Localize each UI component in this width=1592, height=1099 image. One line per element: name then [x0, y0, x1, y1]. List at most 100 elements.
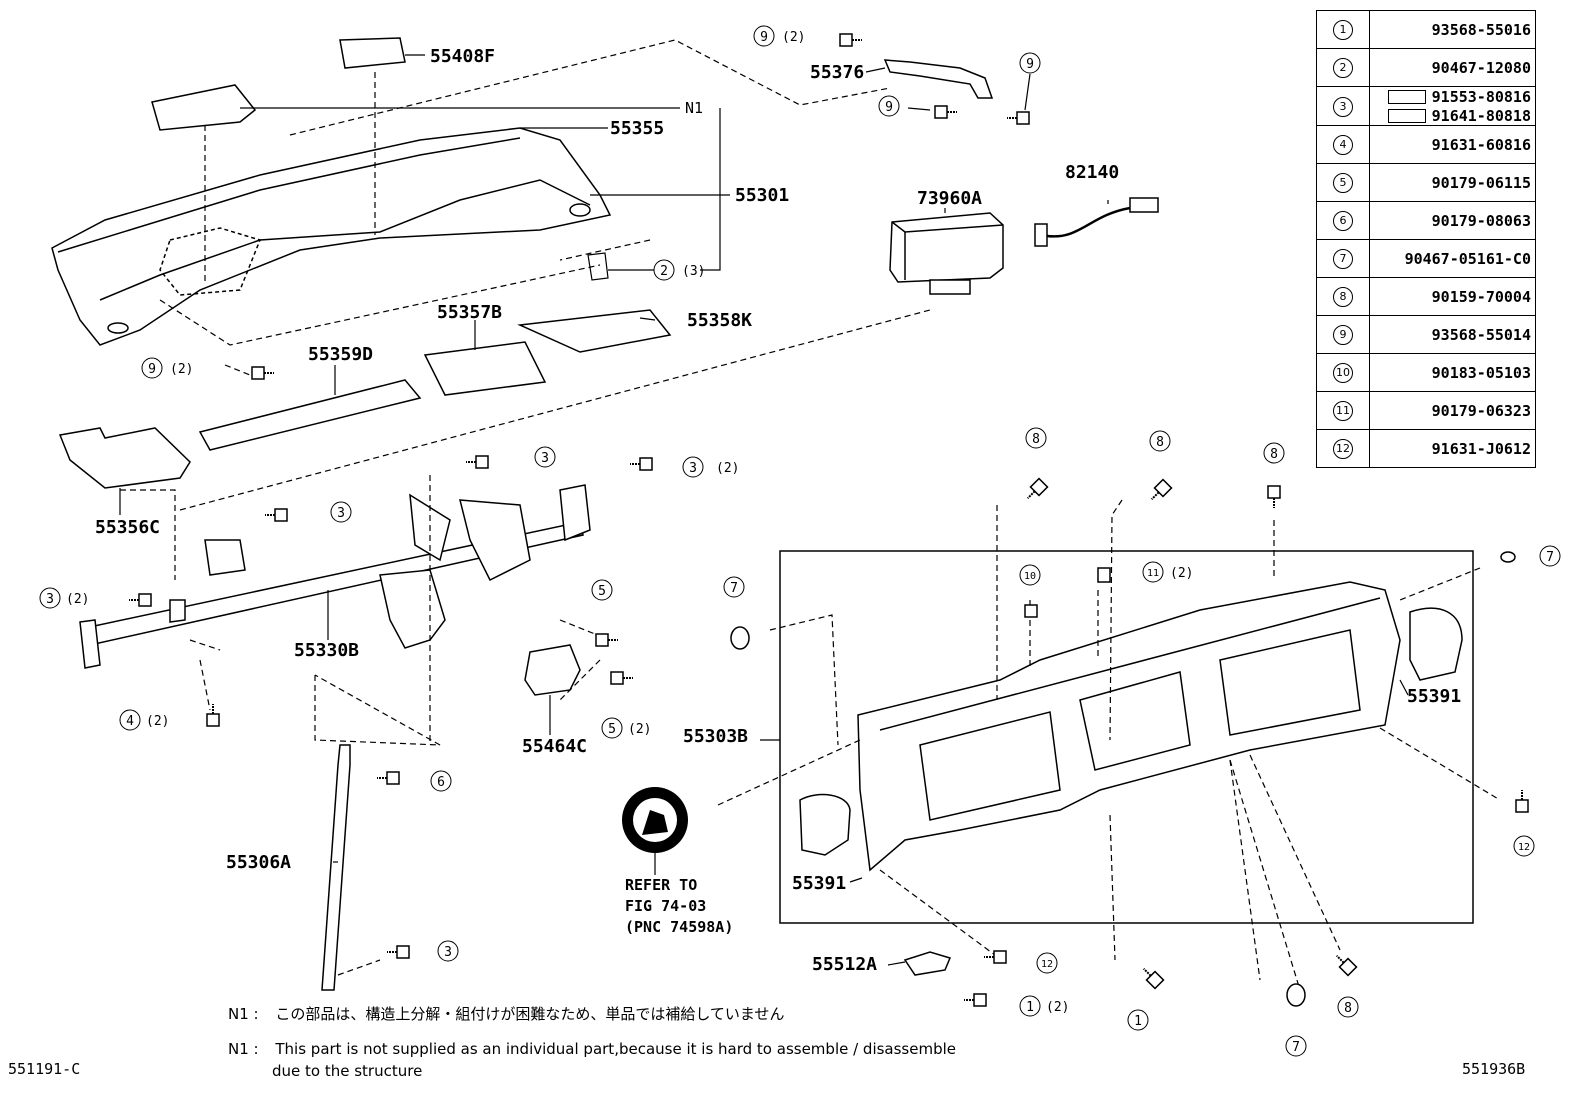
- bracket-55512A: [903, 951, 952, 976]
- row-number: 5: [1333, 173, 1353, 193]
- svg-text:7: 7: [730, 581, 738, 596]
- pad-55391-left: [799, 793, 851, 856]
- svg-text:7: 7: [1292, 1040, 1300, 1055]
- callout-3-c: 3: [330, 501, 352, 523]
- svg-text:8: 8: [1344, 1001, 1352, 1016]
- clip-55301: [587, 252, 609, 281]
- part-number: 93568-55014: [1369, 315, 1536, 354]
- figure-code-right: 551936B: [1462, 1060, 1526, 1078]
- wire-82140: [1034, 197, 1159, 247]
- refer-line-1: REFER TO: [625, 876, 697, 894]
- pad-55357B: [423, 341, 547, 396]
- svg-text:8: 8: [1032, 432, 1040, 447]
- callout-9-left: 9(2): [141, 357, 193, 379]
- fasteners: [128, 33, 1529, 1007]
- svg-text:(2): (2): [66, 592, 89, 607]
- table-row: 11 90179-06323: [1316, 391, 1536, 430]
- part-number: 90179-06115: [1369, 163, 1536, 202]
- callout-11: 11(2): [1142, 561, 1193, 583]
- svg-text:3: 3: [444, 945, 452, 960]
- pad-55356C: [58, 427, 191, 489]
- part-label-73960A: 73960A: [917, 188, 982, 209]
- frame-55303B: [857, 581, 1401, 872]
- svg-text:2: 2: [660, 264, 668, 279]
- svg-text:(2): (2): [1170, 566, 1193, 581]
- note-text: この部品は、構造上分解・組付けが困難なため、単品では補給していません: [275, 1005, 785, 1023]
- svg-text:8: 8: [1156, 435, 1164, 450]
- part-label-55355: 55355: [610, 118, 664, 139]
- note-text: This part is not supplied as an individu…: [275, 1040, 957, 1058]
- callout-1-a: 1 (2): [1019, 995, 1069, 1017]
- svg-text:3: 3: [337, 506, 345, 521]
- beam-55330B: [79, 484, 591, 669]
- callout-5-b: 5 (2): [601, 717, 651, 739]
- callout-12-bottom: 12: [1036, 952, 1058, 974]
- note-label: N1 :: [228, 1005, 259, 1023]
- svg-text:1: 1: [1134, 1014, 1142, 1029]
- callout-3-a: 3: [534, 446, 556, 468]
- part-label-55376: 55376: [810, 62, 864, 83]
- row-number: 3: [1333, 96, 1353, 117]
- part-number: 90179-08063: [1369, 201, 1536, 240]
- pad-55391-right: [1409, 607, 1463, 681]
- callout-9-mid: 9: [878, 95, 900, 117]
- part-label-55512A: 55512A: [812, 954, 877, 975]
- callout-4: 4(2): [119, 709, 169, 731]
- callout-8-a: 8: [1025, 427, 1047, 449]
- row-number: 7: [1333, 249, 1353, 269]
- svg-text:3: 3: [689, 461, 697, 476]
- part-label-55391-right: 55391: [1407, 686, 1461, 707]
- callout-8-c: 8: [1263, 442, 1285, 464]
- pad-n1: [151, 84, 257, 131]
- svg-text:(2): (2): [782, 30, 805, 45]
- part-label-55357B: 55357B: [437, 302, 502, 323]
- figure-code-left: 551191-C: [8, 1060, 81, 1078]
- part-label-55391-left: 55391: [792, 873, 846, 894]
- part-number: 91631-J0612: [1369, 429, 1536, 468]
- part-number: 90159-70004: [1369, 277, 1536, 316]
- row-number: 6: [1333, 211, 1353, 231]
- svg-text:(2): (2): [1046, 1000, 1069, 1015]
- callout-3-b: 3(2): [682, 456, 739, 478]
- airbag-label-icon: [622, 787, 688, 853]
- refer-line-2: FIG 74-03: [625, 897, 706, 915]
- svg-text:(2): (2): [628, 722, 651, 737]
- clip-icon: [1387, 108, 1426, 123]
- svg-text:1: 1: [1026, 1000, 1034, 1015]
- cover-55408F: [339, 37, 406, 69]
- brace-55306A: [321, 744, 351, 991]
- svg-text:10: 10: [1024, 571, 1036, 582]
- callout-8-b: 8: [1149, 430, 1171, 452]
- row-number: 11: [1333, 401, 1353, 421]
- callout-2: 2(3): [653, 259, 705, 281]
- svg-text:3: 3: [46, 592, 54, 607]
- bracket-55464C: [524, 644, 581, 696]
- airbag-73960A: [889, 212, 1004, 295]
- guide-lines: [120, 39, 1501, 991]
- part-number: 90467-05161-C0: [1369, 239, 1536, 278]
- row-number: 2: [1333, 58, 1353, 78]
- svg-text:9: 9: [1026, 57, 1034, 72]
- part-label-82140: 82140: [1065, 162, 1119, 183]
- row-number: 12: [1333, 439, 1353, 459]
- svg-text:9: 9: [148, 362, 156, 377]
- part-number: 91631-60816: [1369, 125, 1536, 164]
- callout-7-bottom: 7: [1285, 1035, 1307, 1057]
- clip-icon: [1387, 89, 1426, 104]
- row-number: 10: [1333, 363, 1353, 383]
- table-row: 3 91553-80816 91641-80818: [1316, 86, 1536, 126]
- svg-text:12: 12: [1518, 842, 1530, 853]
- svg-text:9: 9: [885, 100, 893, 115]
- row-number: 1: [1333, 20, 1353, 40]
- svg-text:7: 7: [1546, 550, 1554, 565]
- part-number: 91553-80816: [1431, 87, 1531, 106]
- part-label-55306A: 55306A: [226, 852, 291, 873]
- part-number: 93568-55016: [1369, 10, 1536, 49]
- part-number: 90179-06323: [1369, 391, 1536, 430]
- refer-line-3: (PNC 74598A): [625, 918, 733, 936]
- svg-text:5: 5: [608, 722, 616, 737]
